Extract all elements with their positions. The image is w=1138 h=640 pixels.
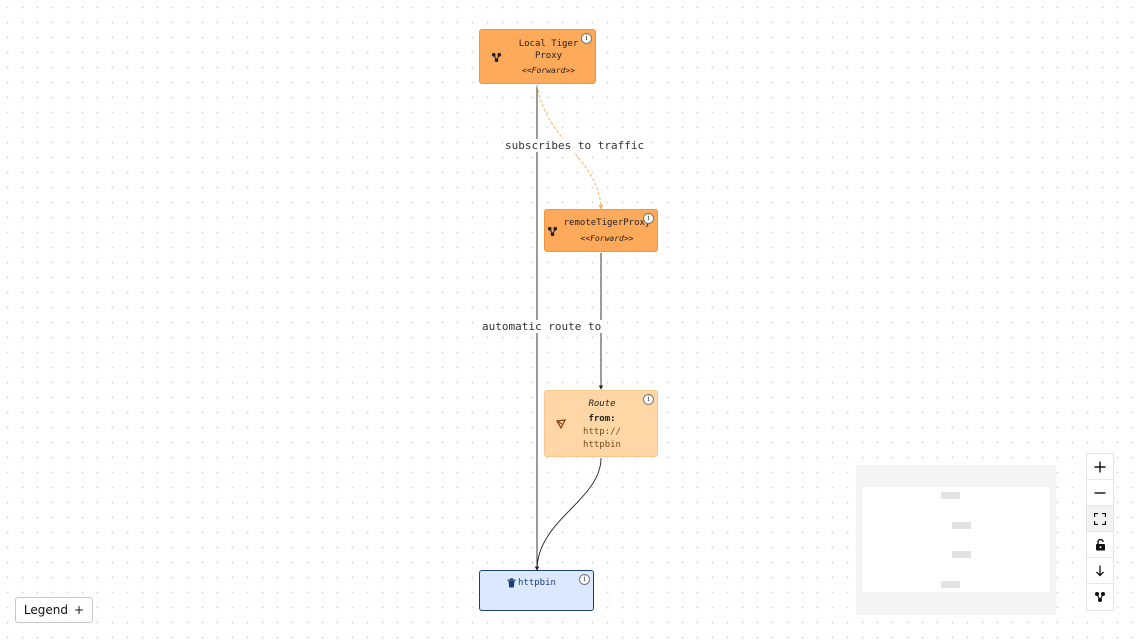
plus-icon: + [74, 603, 85, 617]
info-icon[interactable]: i [581, 33, 592, 44]
arrow-down-icon [1096, 565, 1104, 576]
lock-button[interactable] [1087, 532, 1113, 558]
route-icon [556, 419, 567, 432]
node-local-tiger-proxy[interactable]: Local Tiger Proxy <<Forward>> i [479, 29, 596, 84]
minimap[interactable] [856, 465, 1056, 615]
node-remote-tiger-proxy[interactable]: remoteTigerProxy <<Forward>> i [544, 209, 658, 252]
arrow-down-button[interactable] [1087, 558, 1113, 584]
zoom-out-icon [1094, 491, 1106, 494]
fit-view-button[interactable] [1087, 506, 1113, 532]
zoom-in-button[interactable] [1087, 454, 1113, 480]
minimap-node [952, 551, 971, 558]
edge-label-subscribes: subscribes to traffic [503, 139, 647, 152]
node-title: remoteTigerProxy [563, 218, 651, 228]
zoom-in-icon [1094, 461, 1106, 472]
fit-view-icon [1094, 512, 1106, 525]
info-icon[interactable]: i [643, 394, 654, 405]
view-controls [1086, 453, 1114, 611]
node-title: Local Tiger Proxy [518, 39, 579, 61]
route-title: Route [588, 399, 616, 409]
minimap-node [952, 522, 971, 529]
legend-label: Legend [23, 603, 69, 617]
route-from-url: http:// httpbin [583, 427, 621, 450]
lock-icon [1095, 538, 1105, 550]
edge-subscribes-to-traffic[interactable] [536, 84, 604, 210]
info-icon[interactable]: i [643, 213, 654, 224]
node-title: httpbin [518, 578, 556, 588]
zoom-out-button[interactable] [1087, 480, 1113, 506]
minimap-viewport[interactable] [863, 487, 1049, 592]
minimap-node [941, 492, 960, 499]
info-icon[interactable]: i [579, 574, 590, 585]
node-route[interactable]: Route from: http:// httpbin i [544, 390, 658, 457]
node-stereotype: <<Forward>> [522, 66, 575, 75]
route-from-label: from: [588, 414, 616, 424]
legend-button[interactable]: Legend + [15, 597, 93, 623]
edge-label-automatic-route: automatic route to [480, 320, 604, 333]
node-httpbin[interactable]: httpbin i [479, 570, 594, 611]
proxy-icon [547, 226, 558, 240]
edge-route-to-httpbin[interactable] [534, 457, 602, 571]
proxy-icon [1095, 592, 1105, 602]
trash-icon [507, 578, 516, 591]
proxy-icon [491, 52, 502, 66]
node-stereotype: <<Forward>> [580, 234, 634, 243]
layout-button[interactable] [1087, 584, 1113, 610]
minimap-node [941, 581, 960, 588]
